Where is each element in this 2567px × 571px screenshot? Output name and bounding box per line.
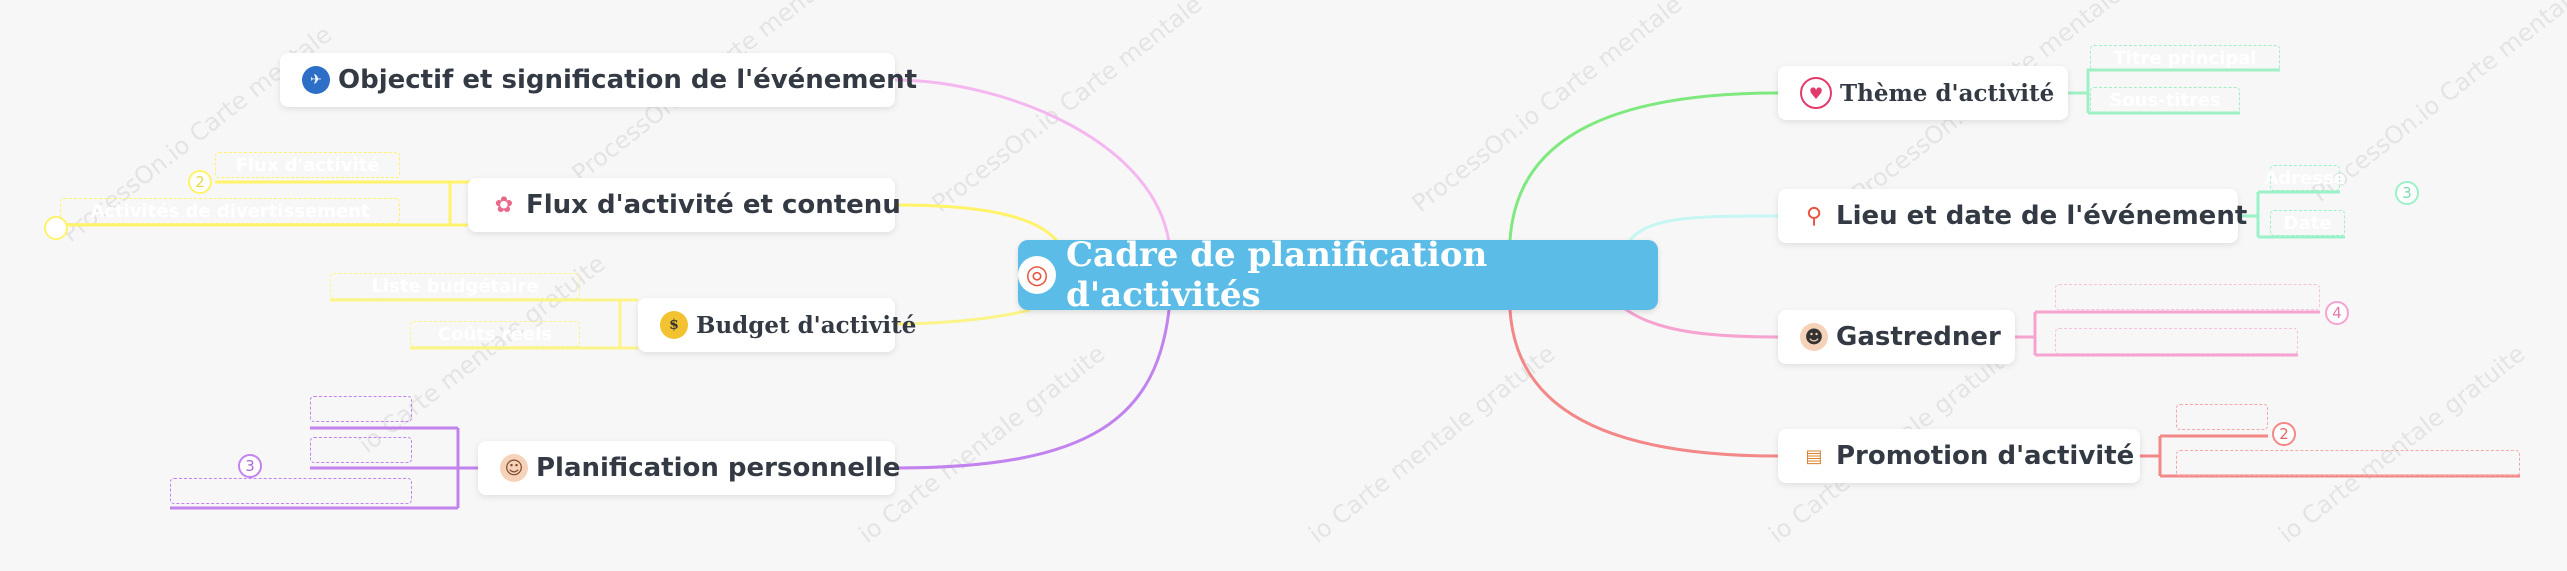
- flower-icon: ✿: [490, 191, 518, 219]
- globe-icon: ✈: [302, 66, 330, 94]
- collapse-badge[interactable]: 3: [2395, 181, 2419, 205]
- subtopic-empty[interactable]: [2055, 284, 2320, 310]
- subtopic-divertissement[interactable]: Activités de divertissement: [60, 198, 400, 224]
- nerd-face-icon: ☻: [1800, 323, 1828, 351]
- subtopic-empty[interactable]: [310, 396, 412, 422]
- subtopic-empty[interactable]: [170, 478, 412, 504]
- topic-label: Promotion d'activité: [1836, 441, 2135, 471]
- topic-label: Planification personnelle: [536, 453, 901, 483]
- connector-theme-bracket: [2068, 68, 2090, 113]
- connector-budget: [894, 308, 1031, 326]
- topic-theme[interactable]: ♥ Thème d'activité: [1778, 66, 2068, 120]
- heart-icon: ♥: [1800, 77, 1832, 109]
- connector-objectif: [894, 78, 1172, 251]
- money-bag-icon: $: [660, 311, 688, 339]
- connector-promotion: [1508, 309, 1779, 458]
- connector-budget-bracket: [618, 298, 638, 350]
- subtopic-liste-budgetaire[interactable]: Liste budgétaire: [330, 273, 580, 299]
- topic-promotion[interactable]: ▤ Promotion d'activité: [1778, 429, 2140, 483]
- subtopic-empty[interactable]: [2176, 450, 2520, 476]
- connector-lieu-bracket: [2238, 192, 2260, 237]
- connector-gastredner-bracket: [2015, 312, 2037, 355]
- connector-personnel: [894, 299, 1172, 470]
- subtopic-couts-reels[interactable]: Coûts réels: [410, 321, 580, 347]
- root-topic[interactable]: ◎ Cadre de planification d'activités: [1018, 235, 1658, 315]
- collapse-badge[interactable]: [44, 216, 68, 240]
- topic-personnel[interactable]: ☺ Planification personnelle: [478, 441, 900, 495]
- topic-flux[interactable]: ✿ Flux d'activité et contenu: [468, 178, 901, 232]
- connector-lieu: [1628, 214, 1779, 241]
- topic-label: Thème d'activité: [1840, 79, 2055, 107]
- topic-label: Flux d'activité et contenu: [526, 190, 901, 220]
- topic-objectif[interactable]: ✈ Objectif et signification de l'événeme…: [280, 53, 917, 107]
- topic-label: Budget d'activité: [696, 311, 917, 339]
- topic-label: Lieu et date de l'événement: [1836, 201, 2248, 231]
- root-title: Cadre de planification d'activités: [1066, 235, 1488, 315]
- connector-personnel-bracket: [456, 428, 478, 508]
- subtopic-sous-titres[interactable]: Sous-titres: [2090, 87, 2240, 113]
- collapse-badge[interactable]: 2: [2272, 422, 2296, 446]
- topic-gastredner[interactable]: ☻ Gastredner: [1778, 310, 2015, 364]
- topic-lieu[interactable]: ⚲ Lieu et date de l'événement: [1778, 189, 2247, 243]
- topic-label: Objectif et signification de l'événement: [338, 65, 918, 95]
- subtopic-empty[interactable]: [2176, 404, 2268, 430]
- subtopic-flux-activite[interactable]: Flux d'activité: [215, 152, 400, 178]
- subtopic-empty[interactable]: [2055, 328, 2298, 354]
- connector-promotion-bracket: [2140, 436, 2162, 476]
- topic-budget[interactable]: $ Budget d'activité: [638, 298, 916, 352]
- collapse-badge[interactable]: 2: [188, 170, 212, 194]
- connector-flux-bracket: [448, 180, 470, 227]
- presentation-icon: ▤: [1800, 442, 1828, 470]
- collapse-badge[interactable]: 4: [2325, 301, 2349, 325]
- connector-theme: [1508, 91, 1779, 241]
- subtopic-adresse[interactable]: Adresse: [2264, 165, 2346, 191]
- woman-icon: ☺: [500, 454, 528, 482]
- collapse-badge[interactable]: 3: [238, 454, 262, 478]
- connector-gastredner: [1619, 303, 1779, 339]
- topic-label: Gastredner: [1836, 322, 2001, 352]
- subtopic-titre-principal[interactable]: Titre principal: [2090, 45, 2280, 71]
- subtopic-date[interactable]: Date: [2270, 210, 2345, 236]
- connector-flux: [894, 203, 1062, 246]
- subtopic-empty[interactable]: [310, 437, 412, 463]
- target-icon: ◎: [1018, 256, 1056, 294]
- location-pin-icon: ⚲: [1800, 202, 1828, 230]
